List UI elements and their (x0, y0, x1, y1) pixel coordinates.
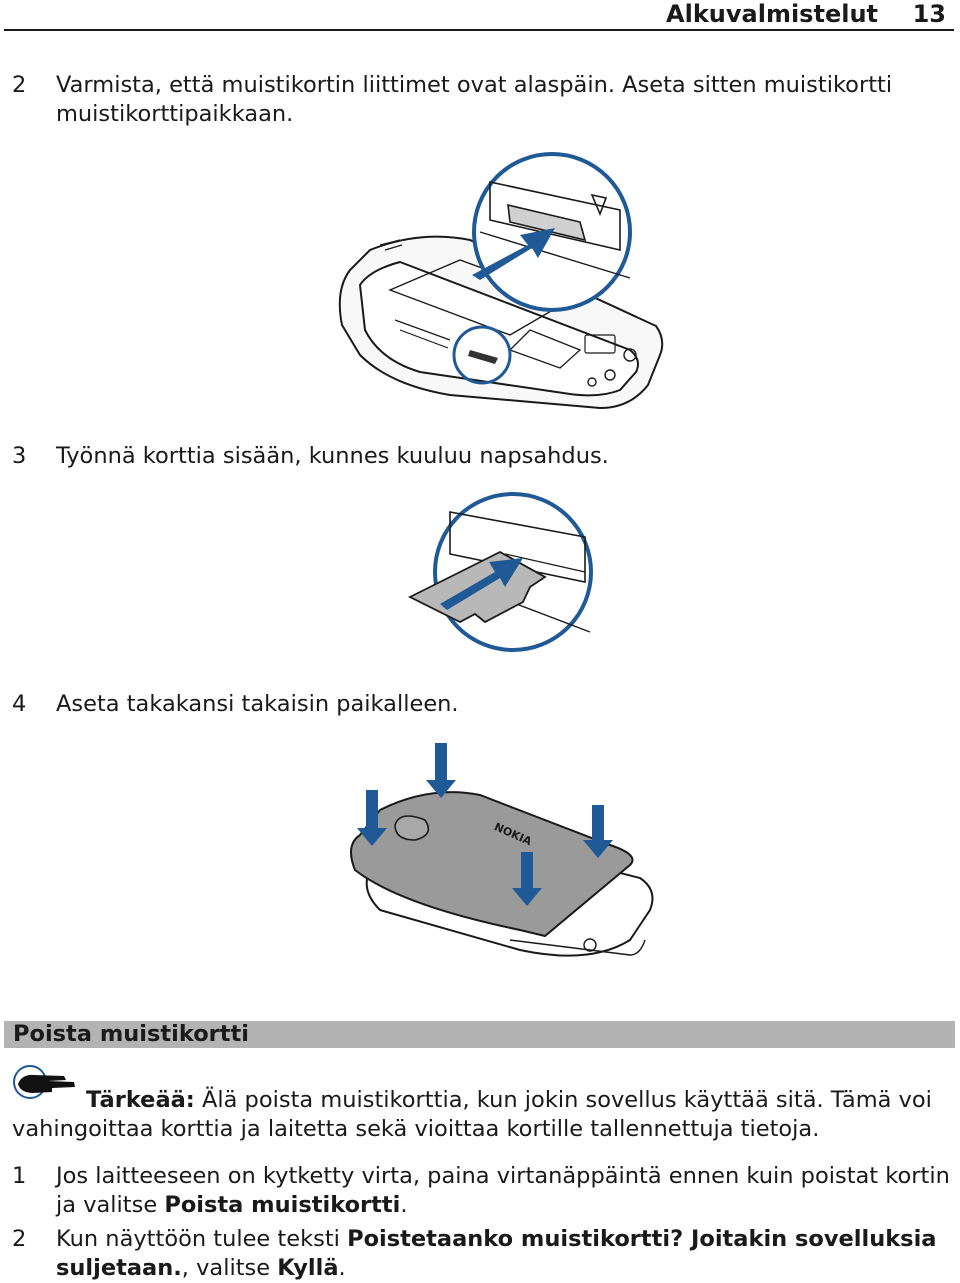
step-number: 2 (12, 72, 27, 98)
important-note: Tärkeää: Älä poista muistikorttia, kun j… (12, 1086, 947, 1144)
prompt-text: Poistetaanko muistikortti? Joitakin sove… (56, 1226, 937, 1281)
step-text: Aseta takakansi takaisin paikalleen. (56, 691, 459, 717)
menu-option: Kyllä (277, 1255, 339, 1281)
note-text: Älä poista muistikorttia, kun jokin sove… (12, 1087, 932, 1142)
section-title: Poista muistikortti (13, 1021, 249, 1047)
step-text-part: . (400, 1192, 408, 1218)
page-number: 13 (912, 0, 946, 28)
menu-option: Poista muistikortti (164, 1192, 401, 1218)
step-text: Työnnä korttia sisään, kunnes kuuluu nap… (56, 443, 609, 469)
insert-card-illustration (338, 152, 664, 410)
page-header: Alkuvalmistelut 13 (4, 0, 954, 31)
step-number: 1 (12, 1163, 27, 1189)
section-heading-bar: Poista muistikortti (4, 1021, 955, 1048)
step-text: Jos laitteeseen on kytketty virta, paina… (56, 1162, 952, 1220)
step-text-part: , valitse (181, 1255, 278, 1281)
note-label: Tärkeää: (86, 1087, 195, 1113)
step-number: 3 (12, 443, 27, 469)
step-text: Varmista, että muistikortin liittimet ov… (56, 72, 893, 127)
step-text: Kun näyttöön tulee teksti Poistetaanko m… (56, 1225, 952, 1283)
push-card-illustration (407, 492, 593, 652)
warning-hand-icon (13, 1065, 75, 1099)
back-cover-illustration: NOKIA (350, 743, 654, 957)
step-text-part: Kun näyttöön tulee teksti (56, 1226, 348, 1252)
chapter-title: Alkuvalmistelut (666, 0, 878, 28)
step-number: 2 (12, 1226, 27, 1252)
step-text-part: . (338, 1255, 346, 1281)
step-text-part: Jos laitteeseen on kytketty virta, paina… (56, 1163, 950, 1218)
step-number: 4 (12, 691, 27, 717)
